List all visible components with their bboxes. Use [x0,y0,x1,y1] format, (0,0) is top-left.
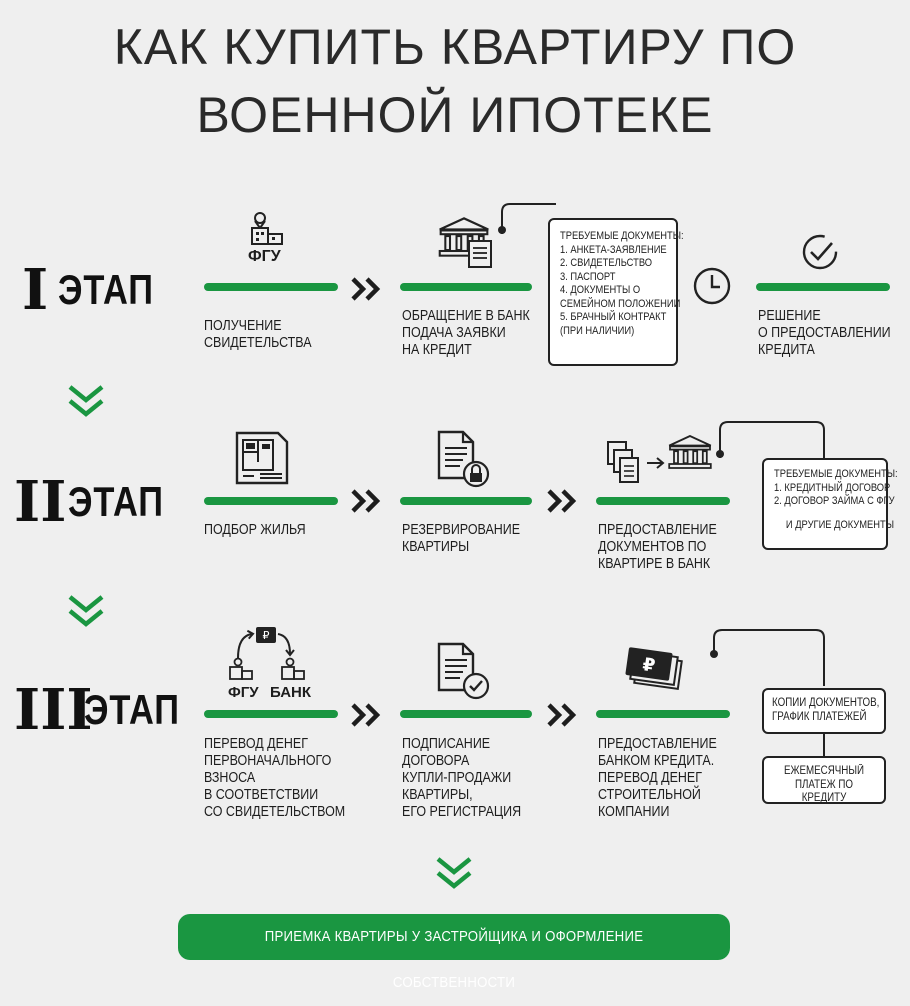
bank-icon [666,434,714,470]
progress-bar [400,283,532,291]
floor-plan-icon [235,431,289,485]
step-label: ПОДБОР ЖИЛЬЯ [204,522,306,538]
connector-line [823,734,825,756]
stage-1-numeral: I [22,257,49,323]
stage-2-numeral: II [14,469,67,535]
checkmark-icon [802,234,838,270]
stage-3-numeral: III [14,677,93,743]
connector-line [716,421,825,462]
progress-bar [204,497,338,505]
double-chevron-down-icon [434,856,474,890]
page-title-line-1: КАК КУПИТЬ КВАРТИРУ ПО [113,19,797,75]
locked-document-icon [437,430,490,488]
final-step-banner: ПРИЕМКА КВАРТИРЫ У ЗАСТРОЙЩИКА И ОФОРМЛЕ… [178,914,730,991]
fgu-label: ФГУ [228,684,259,701]
connector-line [498,203,556,234]
location-building-icon [246,210,286,246]
documents-to-bank-icon [607,441,639,483]
progress-bar [400,497,532,505]
double-chevron-down-icon [66,384,106,418]
signed-document-icon [437,642,490,700]
page-title-line-2: ВОЕННОЙ ИПОТЕКЕ [196,87,714,143]
progress-bar [204,283,338,291]
clock-icon [693,267,731,305]
stage-2-word: ЭТАП [68,478,164,525]
progress-bar [756,283,890,291]
svg-text:₽: ₽ [263,629,270,642]
arrow-right-icon [647,457,665,469]
progress-bar [204,710,338,718]
double-chevron-right-icon [350,276,384,302]
connector-line [710,629,825,686]
double-chevron-right-icon [350,488,384,514]
required-documents-box: ТРЕБУЕМЫЕ ДОКУМЕНТЫ: 1. КРЕДИТНЫЙ ДОГОВО… [762,458,898,550]
double-chevron-right-icon [546,702,580,728]
double-chevron-right-icon [350,702,384,728]
loan-documents-box: КОПИИ ДОКУМЕНТОВ, ГРАФИК ПЛАТЕЖЕЙ [762,688,886,734]
stage-1-word: ЭТАП [58,266,154,313]
progress-bar [596,710,730,718]
document-stack-icon [468,240,492,268]
ruble-banknotes-icon: ₽ [625,647,683,691]
monthly-payment-box: ЕЖЕМЕСЯЧНЫЙ ПЛАТЕЖ ПО КРЕДИТУ [762,756,886,804]
money-transfer-icon: ₽ [229,627,305,680]
bank-label: БАНК [270,684,312,701]
double-chevron-down-icon [66,594,106,628]
svg-text:₽: ₽ [641,654,656,677]
stage-3-word: ЭТАП [84,686,180,733]
progress-bar [596,497,730,505]
fgu-label: ФГУ [248,248,281,265]
progress-bar [400,710,532,718]
required-documents-box: ТРЕБУЕМЫЕ ДОКУМЕНТЫ: 1. АНКЕТА-ЗАЯВЛЕНИЕ… [548,218,684,366]
double-chevron-right-icon [546,488,580,514]
